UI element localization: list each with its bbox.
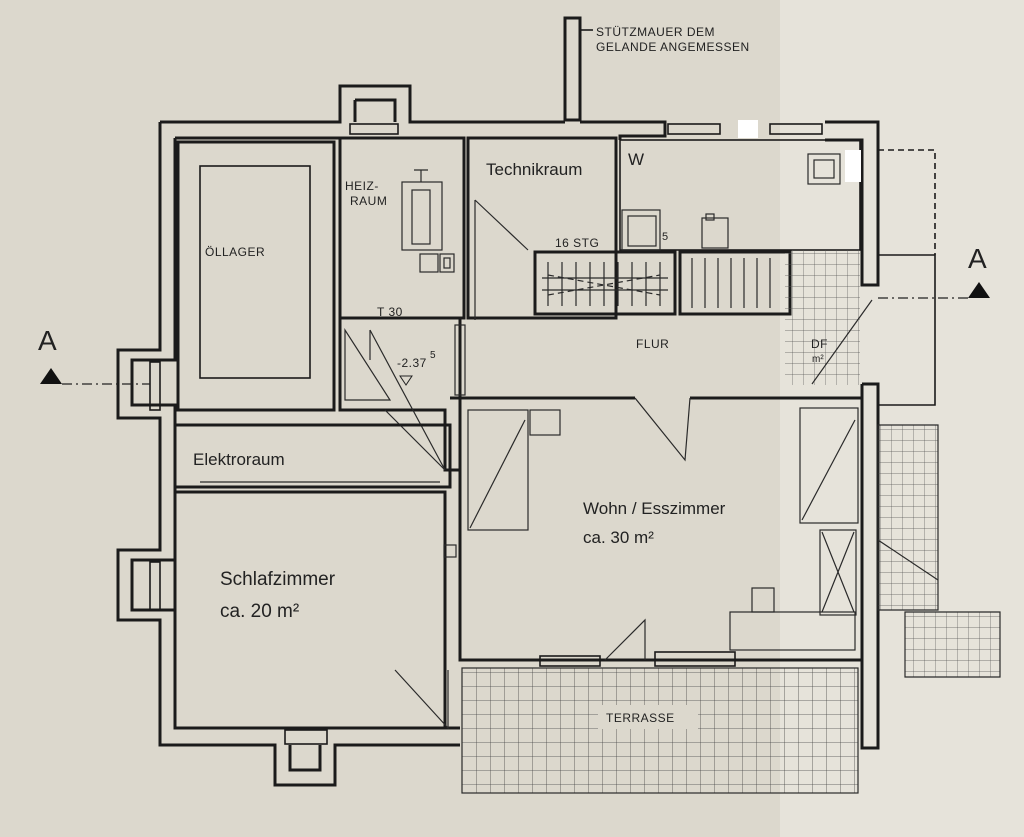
level-value: -2.37: [397, 356, 427, 370]
room-label-oil-storage: ÖLLAGER: [205, 245, 265, 259]
room-label-heating-line2: RAUM: [350, 194, 387, 208]
technical-room: [466, 136, 618, 320]
room-label-heating-line1: HEIZ-: [345, 179, 379, 193]
heating-room: [338, 136, 466, 320]
terrace: [461, 667, 859, 794]
room-label-hallway: FLUR: [636, 337, 669, 351]
windows: [149, 120, 823, 745]
lower-corridor: [338, 318, 466, 472]
room-label-bedroom: Schlafzimmer: [220, 569, 336, 590]
electrical-room: [173, 423, 452, 489]
outside-stairs: [877, 424, 1001, 678]
room-label-terrace: TERRASSE: [606, 711, 675, 725]
level-superscript: 5: [430, 350, 436, 361]
room-label-technical: Technikraum: [486, 160, 582, 179]
df-label: DF: [811, 337, 828, 351]
room-label-electrical: Elektroraum: [193, 450, 285, 469]
stairs-count-label: 16 STG: [555, 236, 599, 250]
fire-door-label: T 30: [377, 305, 403, 319]
retaining-wall-note-line1: STÜTZMAUER DEM: [596, 25, 715, 39]
tiled-landing: [785, 250, 860, 385]
bedroom: [173, 490, 457, 730]
section-line-a: [40, 282, 990, 385]
room-area-living: ca. 30 m²: [583, 528, 654, 547]
w-room: [619, 139, 861, 251]
living-room: [450, 396, 862, 667]
room-area-bedroom: ca. 20 m²: [220, 601, 299, 622]
df-unit: m²: [812, 354, 824, 365]
level-marker-icon: [399, 375, 413, 386]
retaining-wall-note-line2: GELANDE ANGEMESSEN: [596, 40, 750, 54]
section-mark-right: A: [968, 243, 987, 274]
staircase: [533, 250, 792, 316]
section-mark-left: A: [38, 325, 57, 356]
retaining-wall: [563, 16, 593, 122]
room-label-living: Wohn / Esszimmer: [583, 499, 726, 518]
df-door-swing: [811, 299, 873, 385]
oil-storage-room: [176, 140, 336, 412]
room-label-w: W: [628, 150, 644, 169]
small-five-label: 5: [662, 231, 668, 243]
right-balcony: [878, 149, 936, 406]
